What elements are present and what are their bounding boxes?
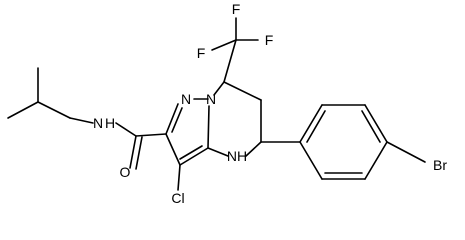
atom-amide-n: N bbox=[93, 115, 103, 131]
bond-aryl-3 bbox=[364, 104, 388, 143]
bond-cf3-f-left bbox=[211, 39, 237, 51]
atom-bromine: Br bbox=[433, 157, 447, 173]
atom-amide-o: O bbox=[120, 164, 131, 180]
bond-aryl-6 bbox=[299, 141, 323, 180]
atom-ring-n-1: N bbox=[181, 91, 191, 107]
bond-c3-cl bbox=[177, 164, 181, 191]
atom-amine-nh: NH bbox=[227, 148, 247, 164]
molecule-structure: F F F N H O N N NH Cl Br bbox=[7, 1, 447, 206]
atom-chlorine: Cl bbox=[171, 190, 184, 206]
bond-aryl-1 bbox=[299, 104, 323, 143]
bond-carbonyl-o-b bbox=[135, 136, 143, 170]
atom-f-top: F bbox=[232, 1, 241, 17]
bond-carbonyl-c2 bbox=[135, 133, 167, 137]
bond-lines bbox=[7, 17, 426, 191]
bond-aryl-br bbox=[386, 141, 426, 163]
bond-n-carbonyl bbox=[115, 122, 137, 137]
bond-c7-c6 bbox=[223, 81, 262, 101]
bond-c5-nh bbox=[245, 141, 262, 157]
bond-carbonyl-o-a bbox=[129, 135, 137, 169]
atom-amide-h: H bbox=[105, 115, 115, 131]
bond-ch-ch2 bbox=[37, 101, 71, 119]
bond-nh-c3a bbox=[207, 147, 229, 157]
atom-labels: F F F N H O N N NH Cl Br bbox=[93, 1, 447, 206]
bond-ch2-n bbox=[69, 117, 94, 124]
bond-c7-cf3 bbox=[223, 39, 237, 83]
bond-aryl-1-inner bbox=[306, 110, 326, 143]
bond-n8-c7 bbox=[213, 81, 225, 96]
bond-aryl-3-inner bbox=[361, 110, 381, 143]
atom-f-right: F bbox=[265, 32, 274, 48]
atom-ring-n-2: N bbox=[206, 91, 216, 107]
bond-c3a-c3 bbox=[179, 147, 209, 166]
bond-c3a-c3-inner bbox=[179, 145, 203, 160]
bond-c3-c2 bbox=[165, 133, 181, 166]
bond-aryl-4 bbox=[364, 141, 388, 180]
bond-c2-n1-inner bbox=[171, 107, 183, 133]
atom-f-left: F bbox=[197, 45, 206, 61]
bond-methyl-1 bbox=[7, 101, 39, 119]
bond-c2-n1 bbox=[165, 103, 179, 135]
bond-n8-c3a bbox=[207, 105, 210, 149]
